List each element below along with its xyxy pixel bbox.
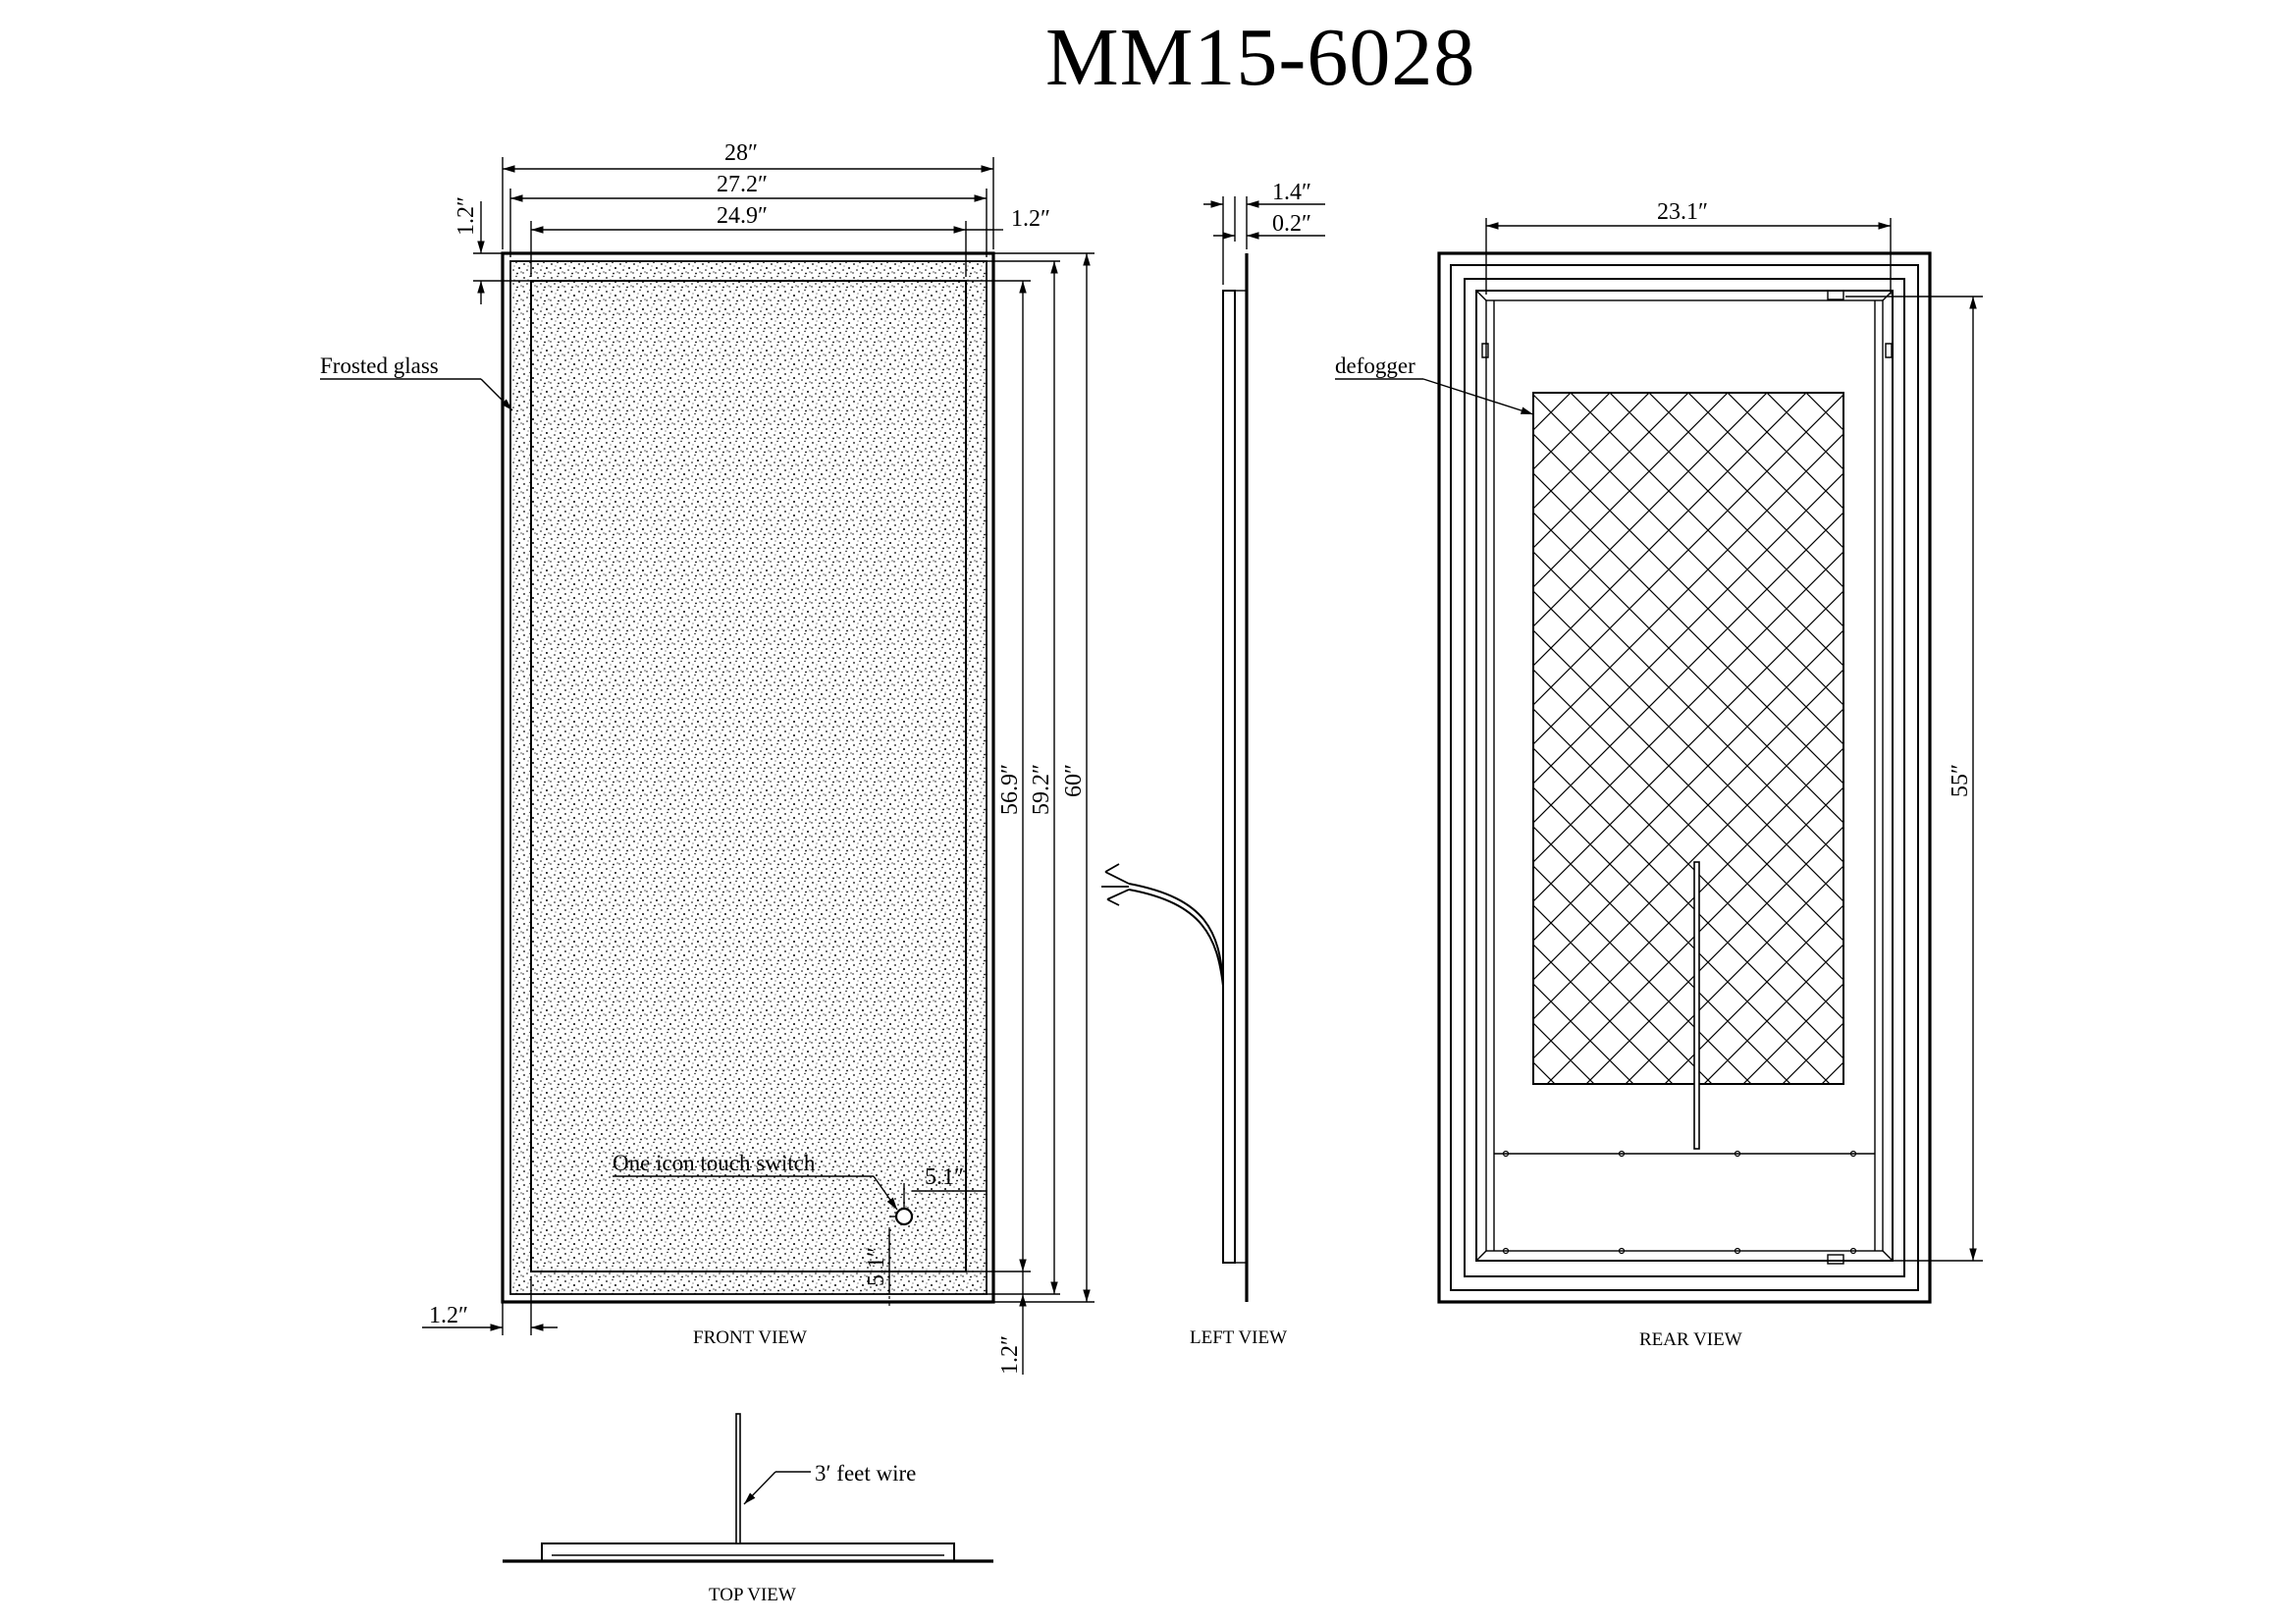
dim-front-height-inner: 56.9″ bbox=[997, 764, 1023, 815]
frosted-glass-band bbox=[509, 260, 988, 1295]
dim-front-width-overall: 28″ bbox=[724, 140, 758, 166]
mirror-inner-area bbox=[530, 280, 967, 1272]
rear-view: 23.1″ 55″ defogger REAR VIEW bbox=[1335, 199, 1983, 1350]
dim-front-height-frame: 59.2″ bbox=[1029, 764, 1054, 815]
dim-switch-offset-y: 5.1″ bbox=[864, 1247, 889, 1286]
top-view: 3′ feet wire TOP VIEW bbox=[503, 1413, 993, 1605]
dim-switch-offset-x: 5.1″ bbox=[925, 1164, 964, 1190]
defogger-pad bbox=[1532, 392, 1844, 1085]
label-defogger: defogger bbox=[1335, 353, 1415, 378]
dim-front-height-overall: 60″ bbox=[1061, 764, 1087, 797]
dim-front-width-inner: 24.9″ bbox=[717, 203, 768, 229]
drawing-title: MM15-6028 bbox=[1045, 12, 1475, 103]
label-touch-switch: One icon touch switch bbox=[613, 1151, 816, 1175]
view-label-front: FRONT VIEW bbox=[693, 1327, 807, 1348]
dim-front-width-frame: 27.2″ bbox=[717, 172, 768, 197]
dim-front-top-border: 1.2″ bbox=[454, 196, 479, 236]
dim-front-left-border: 1.2″ bbox=[429, 1303, 468, 1328]
label-wire: 3′ feet wire bbox=[815, 1461, 916, 1486]
touch-switch-icon bbox=[894, 1207, 914, 1226]
rear-cable bbox=[1693, 861, 1700, 1150]
power-cord bbox=[1128, 883, 1224, 983]
dim-side-glass: 0.2″ bbox=[1272, 211, 1311, 237]
side-profile-body bbox=[1222, 290, 1236, 1264]
view-label-left: LEFT VIEW bbox=[1190, 1327, 1287, 1348]
dim-front-bottom-border: 1.2″ bbox=[997, 1335, 1023, 1375]
view-label-rear: REAR VIEW bbox=[1639, 1329, 1742, 1350]
left-view: 1.4″ 0.2″ LEFT VIEW bbox=[1101, 180, 1325, 1348]
dim-side-depth: 1.4″ bbox=[1272, 180, 1311, 205]
front-outer-frame bbox=[501, 251, 995, 1304]
rear-outer-frame bbox=[1437, 251, 1932, 1304]
dim-rear-width: 23.1″ bbox=[1657, 199, 1708, 225]
label-frosted-glass: Frosted glass bbox=[320, 353, 439, 378]
view-label-top: TOP VIEW bbox=[709, 1585, 796, 1605]
top-view-body bbox=[541, 1542, 955, 1561]
dim-rear-height: 55″ bbox=[1948, 764, 1973, 797]
top-view-wire bbox=[735, 1413, 741, 1544]
dim-front-right-border: 1.2″ bbox=[1011, 206, 1050, 232]
rear-back-panel bbox=[1475, 290, 1894, 1262]
hanging-bracket-icon bbox=[1827, 290, 1844, 300]
front-view: 28″ 27.2″ 24.9″ 1.2″ 1.2″ 56.9″ 59.2″ 60… bbox=[320, 140, 1095, 1375]
